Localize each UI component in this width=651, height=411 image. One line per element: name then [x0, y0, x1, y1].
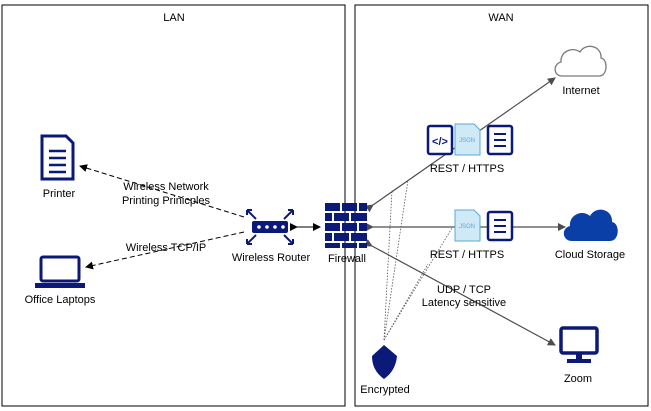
- json-file-icon-2: JSON: [454, 209, 481, 242]
- svg-text:</>: </>: [432, 136, 448, 148]
- firewall-label: Firewall: [328, 253, 366, 265]
- laptop-edge-label: Wireless TCP/IP: [126, 242, 206, 254]
- encrypted-label: Encrypted: [360, 384, 410, 396]
- internet-cloud-icon: [554, 45, 607, 77]
- firewall-icon: [325, 203, 367, 248]
- printer-edge-label-1: Wireless Network: [123, 181, 209, 193]
- encrypted-shield-icon: [372, 345, 397, 379]
- cloud-edge-label: REST / HTTPS: [430, 249, 504, 261]
- svg-text:JSON: JSON: [459, 224, 475, 230]
- zoom-label: Zoom: [564, 373, 592, 385]
- edge-firewall-zoom: [363, 239, 556, 346]
- json-file-icon: JSON: [454, 123, 481, 156]
- rest-code-icon: </>: [426, 124, 454, 156]
- printer-icon: [40, 134, 75, 181]
- document-icon: [486, 124, 514, 156]
- document-icon-2: [486, 210, 514, 242]
- laptop-icon: [35, 255, 85, 288]
- lan-zone-label: LAN: [163, 12, 184, 24]
- cloud-storage-label: Cloud Storage: [555, 249, 625, 261]
- printer-edge-label-2: Printing Prinicples: [122, 195, 211, 207]
- office-laptops-label: Office Laptops: [25, 294, 96, 306]
- wireless-router-icon: [246, 209, 294, 245]
- printer-label: Printer: [43, 188, 76, 200]
- zoom-edge-label-1: UDP / TCP: [437, 284, 491, 296]
- wireless-router-label: Wireless Router: [232, 252, 311, 264]
- internet-edge-label: REST / HTTPS: [430, 163, 504, 175]
- encrypted-links: [383, 179, 453, 341]
- zoom-edge-label-2: Latency sensitive: [422, 297, 506, 309]
- edge-router-laptop: [85, 231, 245, 270]
- cloud-storage-icon: [563, 209, 618, 241]
- edge-router-printer: [79, 164, 245, 218]
- svg-text:JSON: JSON: [459, 138, 475, 144]
- zoom-monitor-icon: [559, 326, 599, 363]
- internet-label: Internet: [562, 85, 599, 97]
- wan-zone-label: WAN: [488, 12, 513, 24]
